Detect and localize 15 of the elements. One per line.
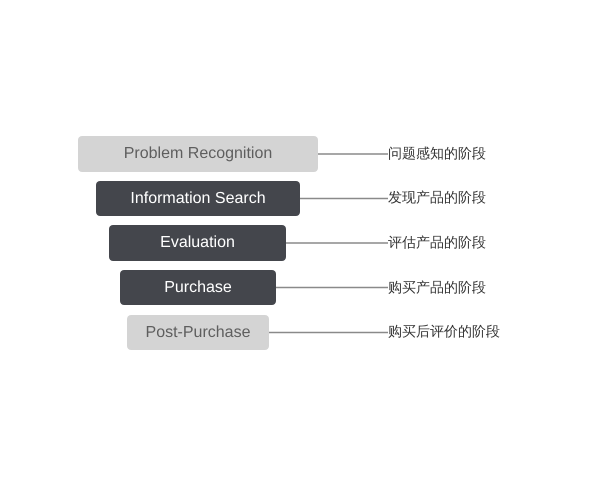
stage-box: Information Search [96,181,300,216]
stage-box: Problem Recognition [78,136,318,172]
connector-line [318,153,388,155]
connector-line [300,198,388,200]
stage-description: 问题感知的阶段 [388,144,508,164]
stage-description: 评估产品的阶段 [388,233,508,253]
stage-box: Purchase [120,270,276,305]
stage-description: 发现产品的阶段 [388,188,508,208]
stage-box: Post-Purchase [127,315,269,350]
connector-line [286,242,388,244]
stage-box: Evaluation [109,225,286,261]
connector-line [276,286,388,288]
stage-description: 购买产品的阶段 [388,278,508,298]
connector-line [269,332,388,334]
stage-description: 购买后评价的阶段 [388,322,518,342]
